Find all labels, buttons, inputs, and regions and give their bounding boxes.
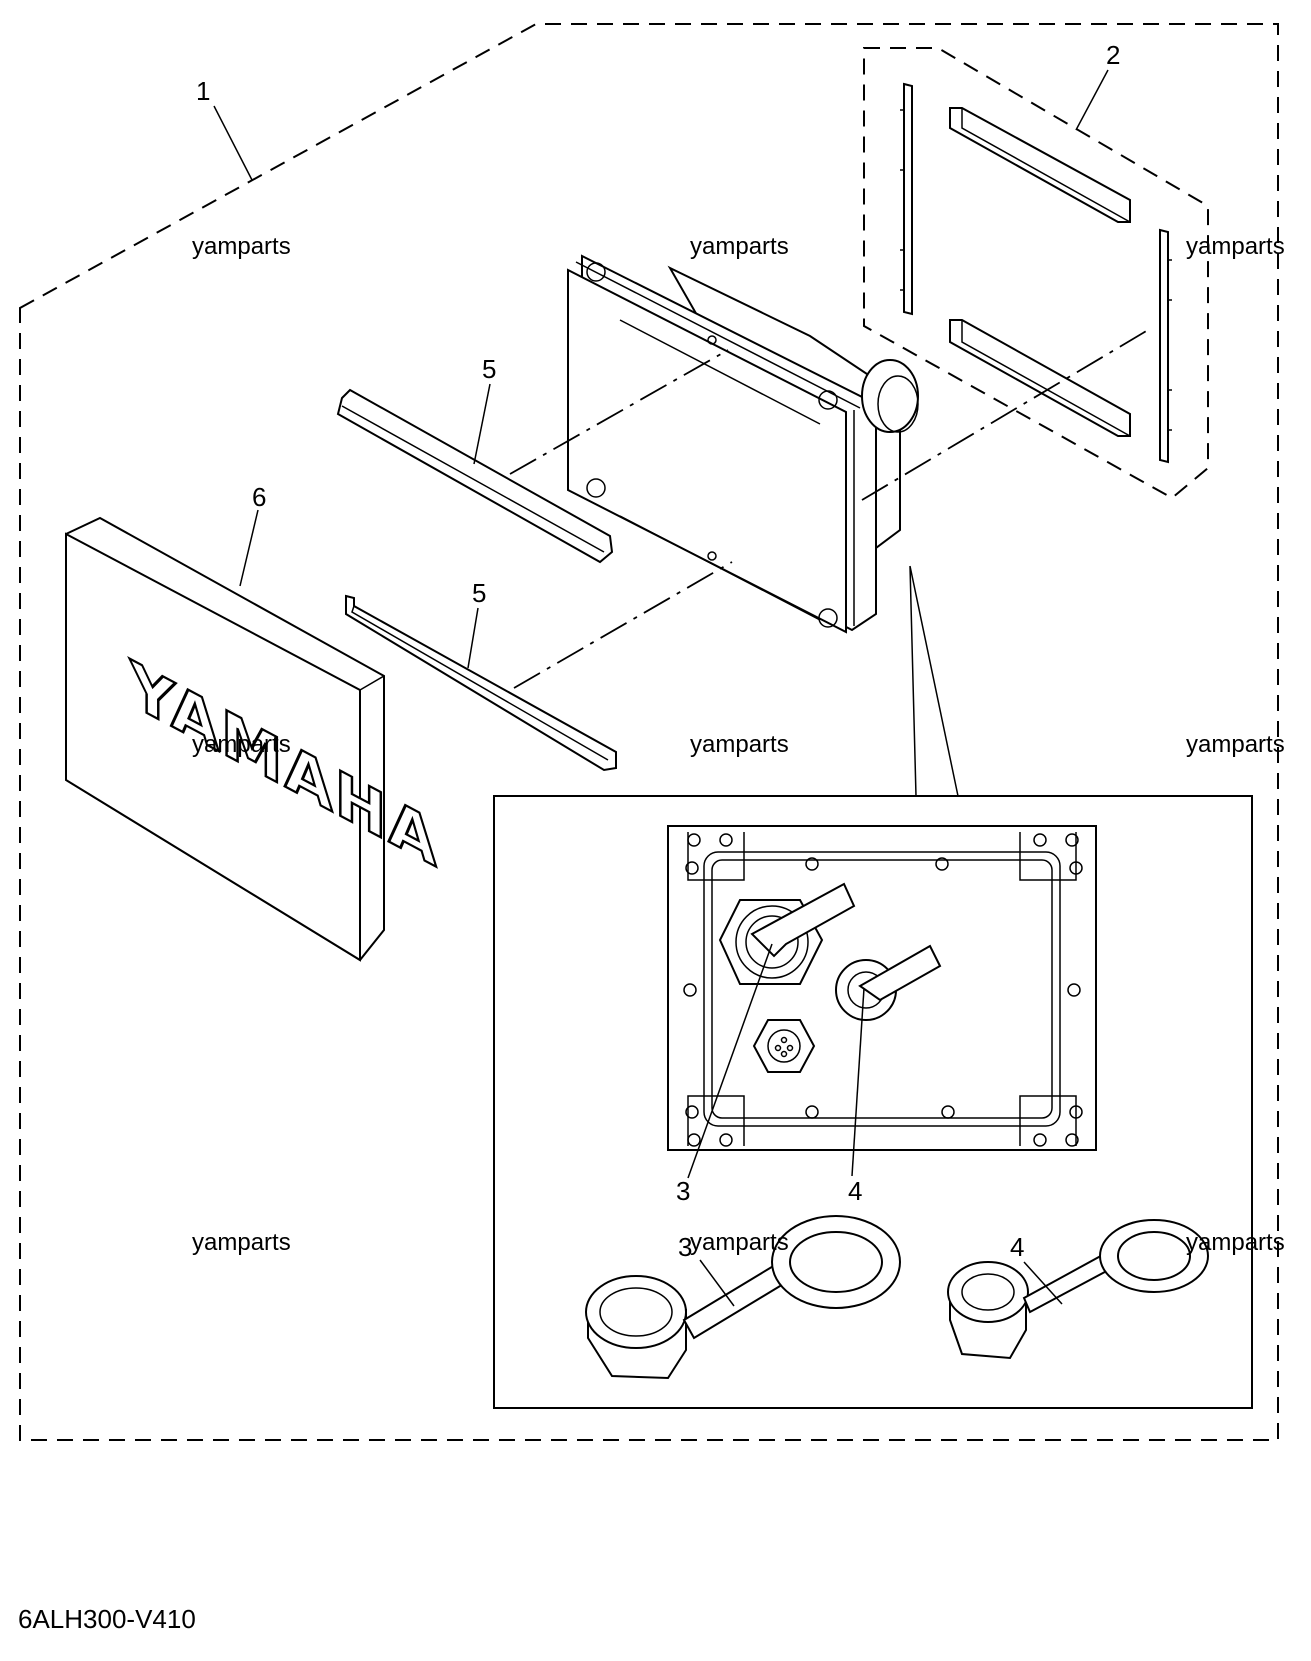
leader-line-3 bbox=[687, 943, 773, 1179]
callout-4-detail: 4 bbox=[848, 1176, 862, 1206]
group-2-boundary bbox=[863, 47, 1209, 500]
assembly-line bbox=[513, 561, 733, 689]
callout-leader-5-lower bbox=[467, 607, 479, 669]
watermark: yamparts bbox=[690, 233, 789, 260]
callout-leader-1 bbox=[213, 105, 253, 181]
assembly-line bbox=[509, 349, 729, 475]
callout-leader-6 bbox=[239, 509, 259, 587]
mounting-hole bbox=[683, 833, 1083, 1147]
callout-2: 2 bbox=[1106, 40, 1120, 70]
callout-leader-5-upper bbox=[473, 383, 491, 465]
watermark: yamparts bbox=[1186, 731, 1285, 758]
connector-cap-part-3 bbox=[585, 1215, 901, 1380]
rear-panel bbox=[667, 825, 1097, 1151]
watermark: yamparts bbox=[192, 1229, 291, 1256]
watermark: yamparts bbox=[1186, 1229, 1285, 1256]
callout-1: 1 bbox=[196, 76, 210, 106]
spacer-strips-part-2 bbox=[900, 82, 1172, 464]
watermark-grid: yamparts yamparts yamparts yamparts yamp… bbox=[192, 233, 1285, 1256]
leader-line-4 bbox=[851, 987, 865, 1177]
watermark: yamparts bbox=[690, 1229, 789, 1256]
callout-6: 6 bbox=[252, 482, 266, 512]
connector-cap-part-4 bbox=[947, 1219, 1209, 1360]
callout-3-detail: 3 bbox=[676, 1176, 690, 1206]
trim-bar-part-5-lower bbox=[345, 594, 617, 772]
trim-bar-part-5-upper bbox=[336, 388, 614, 564]
callout-5-upper: 5 bbox=[482, 354, 496, 384]
watermark: yamparts bbox=[1186, 233, 1285, 260]
watermark: yamparts bbox=[192, 731, 291, 758]
diagram-code: 6ALH300-V410 bbox=[18, 1604, 196, 1634]
callout-5-lower: 5 bbox=[472, 578, 486, 608]
callout-leader-4b bbox=[1023, 1261, 1063, 1305]
callout-3-cap: 3 bbox=[678, 1232, 692, 1262]
watermark: yamparts bbox=[690, 731, 789, 758]
group-1-boundary bbox=[19, 23, 1279, 1441]
callout-leader-2 bbox=[1075, 69, 1109, 131]
callout-leader-3b bbox=[699, 1259, 735, 1307]
assembly-line bbox=[909, 565, 959, 797]
display-unit bbox=[567, 254, 919, 634]
watermark: yamparts bbox=[192, 233, 291, 260]
callout-4-cap: 4 bbox=[1010, 1232, 1024, 1262]
rear-detail-box bbox=[493, 795, 1253, 1409]
assembly-line bbox=[861, 329, 1149, 501]
